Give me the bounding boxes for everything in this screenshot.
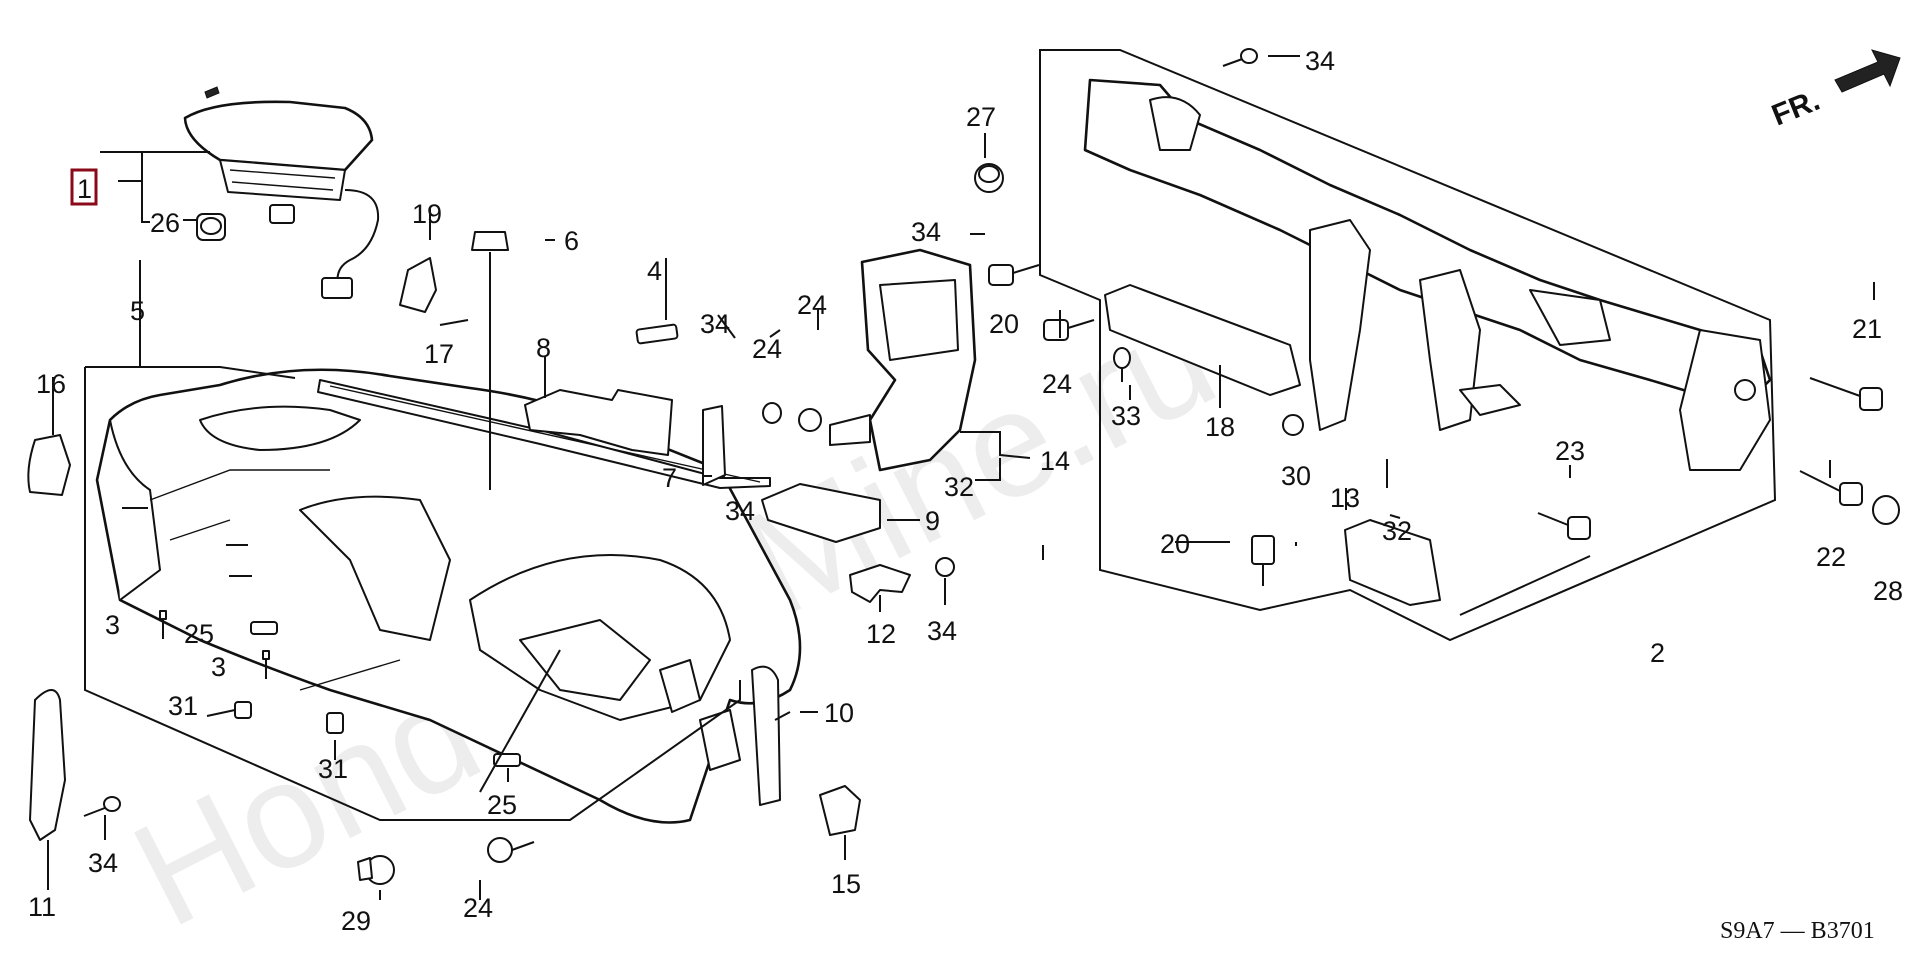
callout-19: 19 — [412, 199, 442, 229]
callout-labels: 1 2 3 3 4 5 6 7 8 9 10 11 12 13 14 15 16… — [28, 46, 1903, 936]
cover-15 — [819, 785, 861, 836]
bracket-18 — [1104, 284, 1301, 396]
callout-32: 32 — [1382, 516, 1412, 546]
callout-22: 22 — [1816, 542, 1846, 572]
callout-3: 3 — [211, 652, 226, 682]
clip-6 — [471, 231, 509, 251]
side-cap-16 — [27, 434, 71, 496]
callout-11: 11 — [28, 892, 56, 922]
callout-21: 21 — [1852, 314, 1882, 344]
callout-30: 30 — [1281, 461, 1311, 491]
callout-12: 12 — [866, 619, 896, 649]
callout-20: 20 — [989, 309, 1019, 339]
callout-6: 6 — [564, 226, 579, 256]
trim-10 — [751, 665, 781, 806]
callout-1: 1 — [77, 174, 92, 204]
clip-29 — [357, 855, 395, 885]
callout-3: 3 — [105, 610, 120, 640]
callout-34: 34 — [725, 496, 755, 526]
callout-29: 29 — [341, 906, 371, 936]
instrument-panel — [95, 368, 802, 824]
callout-20: 20 — [1160, 529, 1190, 559]
callout-31: 31 — [318, 754, 348, 784]
leader-lines — [47, 55, 1875, 900]
callout-34: 34 — [88, 848, 118, 878]
callout-9: 9 — [925, 506, 940, 536]
callout-15: 15 — [831, 869, 861, 899]
highlight-box — [70, 168, 98, 206]
callout-24: 24 — [1042, 369, 1072, 399]
callout-18: 18 — [1205, 412, 1235, 442]
bracket-13 — [1344, 519, 1441, 606]
bolt-icon — [83, 48, 1900, 863]
airbag-module — [183, 86, 380, 299]
callout-23: 23 — [1555, 436, 1585, 466]
bracket-19 — [399, 257, 437, 313]
callout-32: 32 — [944, 472, 974, 502]
bracket-14 — [829, 248, 977, 472]
callout-4: 4 — [647, 256, 662, 286]
steering-hanger-beam — [1083, 78, 1772, 471]
lid-8 — [524, 389, 673, 456]
callout-34: 34 — [927, 616, 957, 646]
side-trim-11 — [29, 689, 66, 841]
callout-25: 25 — [184, 619, 214, 649]
callout-34: 34 — [700, 309, 730, 339]
trim-7 — [702, 405, 726, 486]
callout-13: 13 — [1330, 483, 1360, 513]
callout-17: 17 — [424, 339, 454, 369]
callout-10: 10 — [824, 698, 854, 728]
clip-4 — [635, 323, 679, 345]
front-direction-arrow-icon: FR. — [1767, 49, 1901, 133]
callout-31: 31 — [168, 691, 198, 721]
callout-2: 2 — [1650, 638, 1665, 668]
callout-27: 27 — [966, 102, 996, 132]
callout-14: 14 — [1040, 446, 1070, 476]
callout-33: 33 — [1111, 401, 1141, 431]
callout-5-outline — [84, 260, 741, 821]
callout-8: 8 — [536, 333, 551, 363]
drawing-code: S9A7 — B3701 — [1720, 918, 1875, 944]
callout-7: 7 — [662, 463, 677, 493]
lid-9 — [761, 483, 881, 543]
callout-5: 5 — [130, 296, 145, 326]
callout-24: 24 — [797, 290, 827, 320]
bracket-12 — [849, 564, 911, 603]
direction-label: FR. — [1767, 84, 1824, 133]
callout-25: 25 — [487, 790, 517, 820]
callout-16: 16 — [36, 369, 66, 399]
callout-28: 28 — [1873, 576, 1903, 606]
callout-2-outline — [1039, 49, 1777, 642]
nut-26 — [196, 213, 226, 241]
callout-1-bracket — [100, 151, 210, 223]
callout-34: 34 — [911, 217, 941, 247]
callout-24: 24 — [463, 893, 493, 923]
callout-26: 26 — [150, 208, 180, 238]
callout-24: 24 — [752, 334, 782, 364]
callout-34: 34 — [1305, 46, 1335, 76]
